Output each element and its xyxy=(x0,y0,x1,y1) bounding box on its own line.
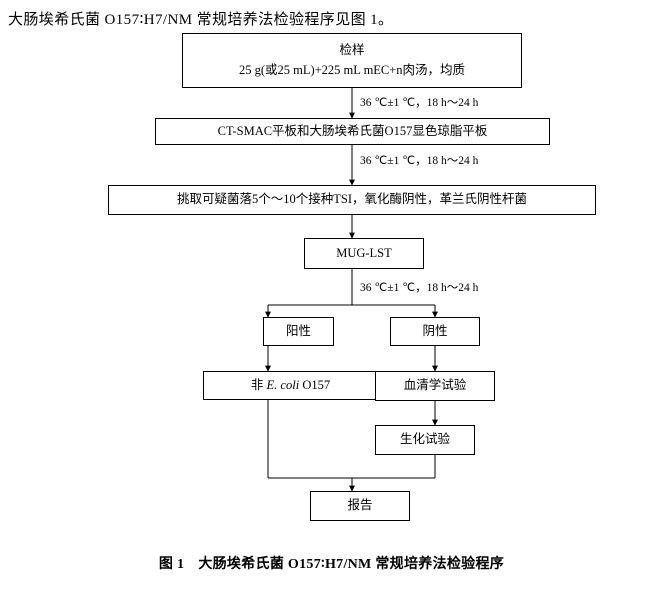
node-not-ecoli-o157-text: 非 E. coli O157 xyxy=(251,376,330,395)
intro-text: 大肠埃希氏菌 O157∶H7/NM 常规培养法检验程序见图 1。 xyxy=(8,12,394,28)
node-sample-line2: 25 g(或25 mL)+225 mL mEC+n肉汤，均质 xyxy=(238,62,466,77)
figure-caption: 图 1 大肠埃希氏菌 O157∶H7/NM 常规培养法检验程序 xyxy=(0,553,663,573)
edge-label-incubation-1: 36 ℃±1 ℃，18 h～24 h xyxy=(360,97,479,109)
node-positive: 阳性 xyxy=(263,317,334,346)
node-plating: CT-SMAC平板和大肠埃希氏菌O157显色琼脂平板 xyxy=(155,118,550,145)
node-plating-line1: CT-SMAC平板和大肠埃希氏菌O157显色琼脂平板 xyxy=(217,123,488,138)
figure-caption-text: 大肠埃希氏菌 O157∶H7/NM 常规培养法检验程序 xyxy=(198,557,505,572)
node-sample-line1: 检样 xyxy=(339,43,365,58)
node-serology: 血清学试验 xyxy=(375,371,495,401)
node-not-ecoli-o157: 非 E. coli O157 xyxy=(203,371,378,400)
node-negative-line1: 阴性 xyxy=(422,323,448,338)
node-negative: 阴性 xyxy=(390,317,480,346)
not-ecoli-prefix: 非 xyxy=(250,377,267,392)
node-sample: 检样 25 g(或25 mL)+225 mL mEC+n肉汤，均质 xyxy=(182,33,522,88)
edge-label-incubation-2: 36 ℃±1 ℃，18 h～24 h xyxy=(360,155,479,167)
node-biochemistry-line1: 生化试验 xyxy=(399,432,450,447)
not-ecoli-italic: E. coli xyxy=(266,377,300,392)
not-ecoli-suffix: O157 xyxy=(299,377,331,392)
edge-label-incubation-3: 36 ℃±1 ℃，18 h～24 h xyxy=(360,282,479,294)
node-mug-lst: MUG-LST xyxy=(304,238,424,269)
node-serology-line1: 血清学试验 xyxy=(403,378,467,393)
node-report-line1: 报告 xyxy=(347,498,373,513)
node-picking-line1: 挑取可疑菌落5个～10个接种TSI，氧化酶阴性，革兰氏阴性杆菌 xyxy=(176,192,527,207)
node-positive-line1: 阳性 xyxy=(285,323,311,338)
figure-caption-label: 图 1 xyxy=(158,557,185,572)
node-mug-lst-line1: MUG-LST xyxy=(336,245,392,260)
node-report: 报告 xyxy=(310,491,410,521)
node-biochemistry: 生化试验 xyxy=(375,425,475,455)
node-picking: 挑取可疑菌落5个～10个接种TSI，氧化酶阴性，革兰氏阴性杆菌 xyxy=(108,185,596,215)
